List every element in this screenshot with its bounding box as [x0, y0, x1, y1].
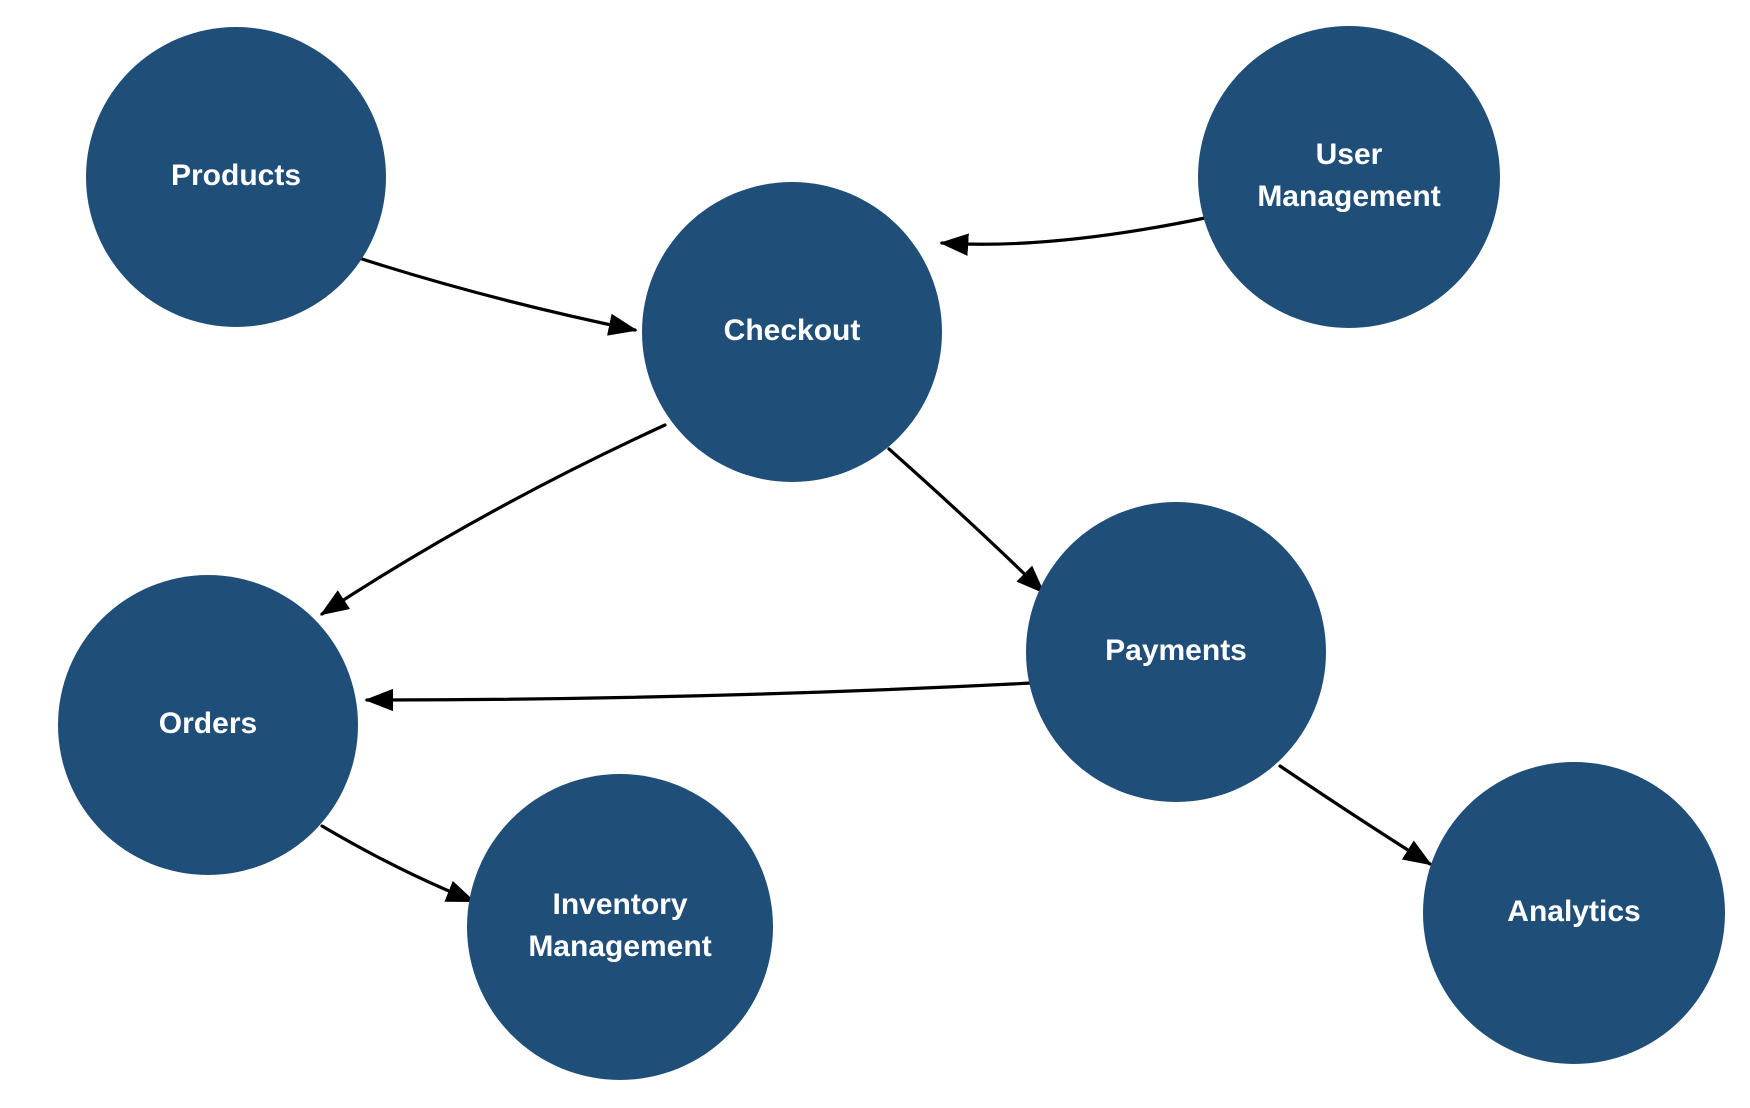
node-checkout[interactable]: Checkout	[642, 182, 942, 482]
node-circle-products[interactable]	[86, 27, 386, 327]
edges-layer	[319, 216, 1433, 903]
edge-products-to-checkout	[360, 257, 638, 336]
node-circle-checkout[interactable]	[642, 182, 942, 482]
node-circle-orders[interactable]	[58, 575, 358, 875]
node-payments[interactable]: Payments	[1026, 502, 1326, 802]
edge-payments-to-analytics	[1278, 764, 1433, 866]
node-circle-payments[interactable]	[1026, 502, 1326, 802]
node-orders[interactable]: Orders	[58, 575, 358, 875]
node-circle-analytics[interactable]	[1423, 762, 1725, 1064]
node-products[interactable]: Products	[86, 27, 386, 327]
node-circle-inventory-management[interactable]	[467, 774, 773, 1080]
edge-payments-to-orders	[364, 681, 1034, 712]
edge-checkout-to-payments	[887, 447, 1045, 594]
node-circle-user-management[interactable]	[1198, 26, 1500, 328]
node-analytics[interactable]: Analytics	[1423, 762, 1725, 1064]
edge-orders-to-inventory-management	[320, 824, 476, 903]
edge-checkout-to-orders	[319, 423, 667, 616]
edge-user-management-to-checkout	[939, 216, 1207, 256]
